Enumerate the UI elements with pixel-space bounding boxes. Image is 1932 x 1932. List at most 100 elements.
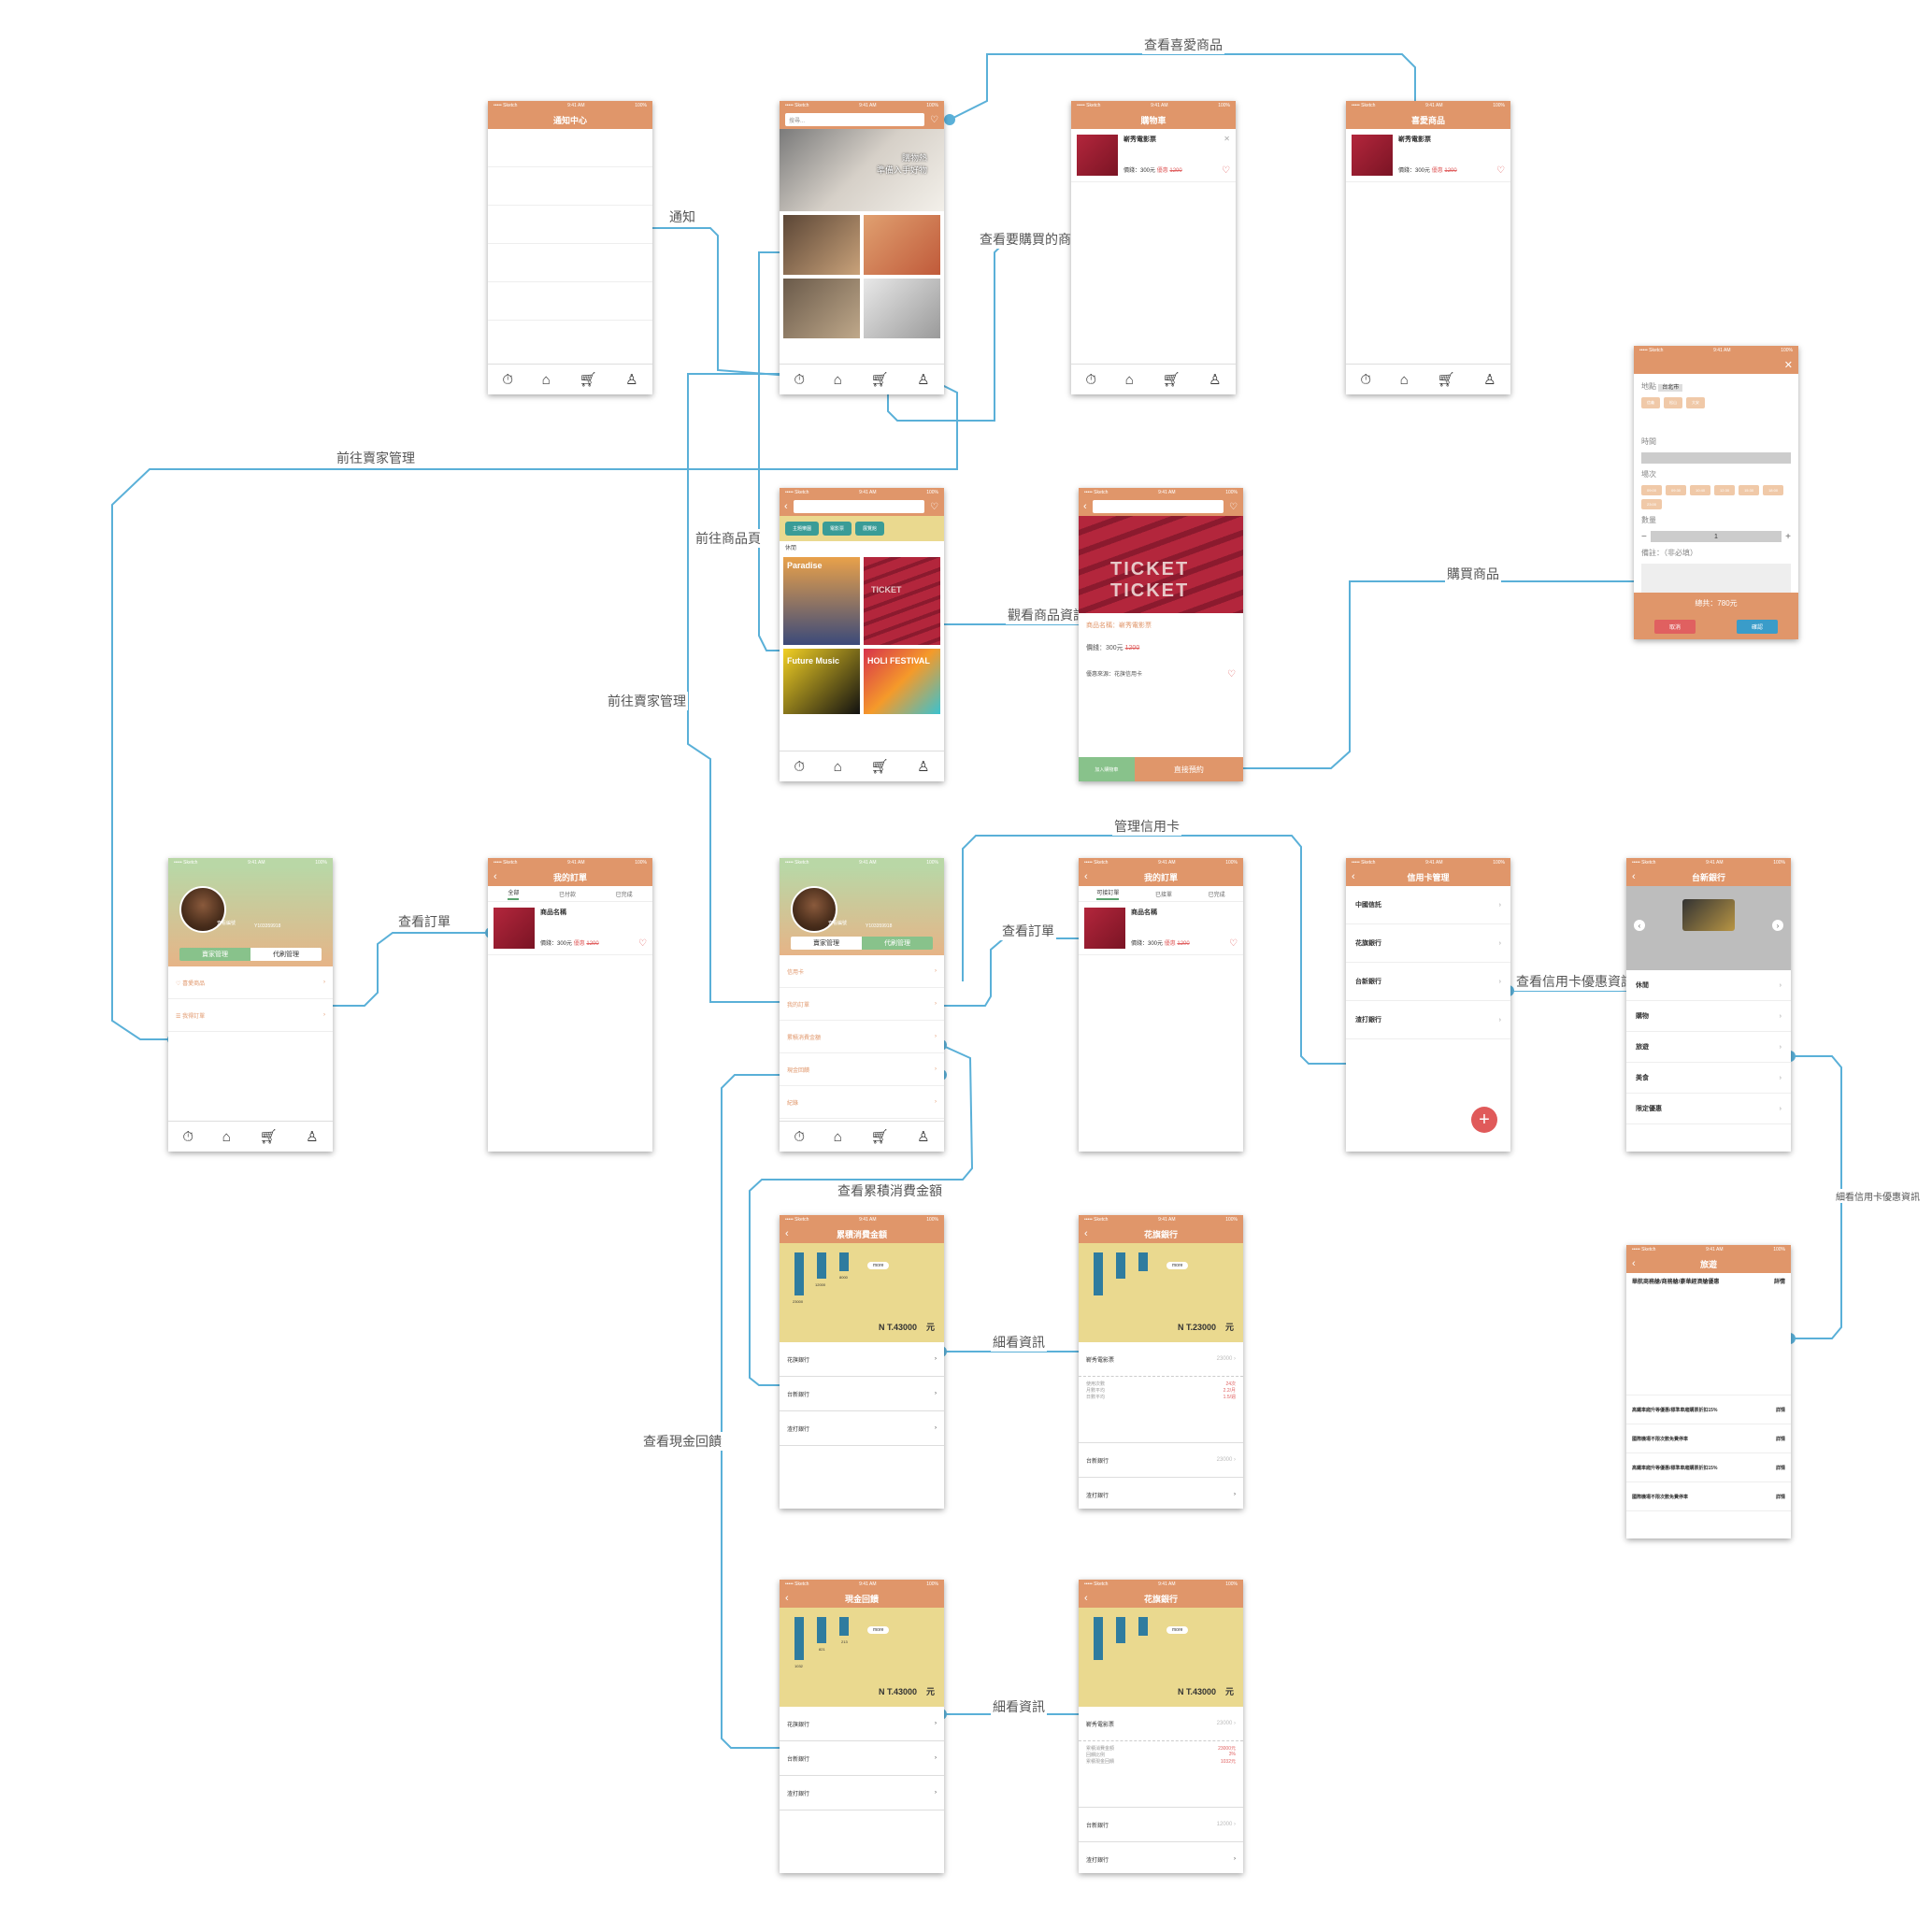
time-slider[interactable] (1641, 452, 1791, 464)
home-icon[interactable]: ⌂ (833, 371, 842, 388)
tab-done[interactable]: 已完成 (1208, 892, 1225, 898)
back-icon[interactable]: ‹ (1352, 871, 1355, 882)
heart-icon[interactable]: ♡ (1227, 669, 1236, 680)
back-icon[interactable]: ‹ (494, 871, 497, 882)
heart-icon[interactable]: ♡ (930, 114, 938, 125)
list-item[interactable] (488, 282, 652, 321)
offer-row[interactable]: 高鐵車廂升等優惠/標準車廂購票折扣15%詳情 (1626, 1395, 1791, 1424)
chip-session[interactable]: 15:30 (1739, 485, 1760, 495)
proxy-tab[interactable]: 代刷管理 (862, 937, 933, 950)
search-input[interactable] (793, 500, 925, 513)
back-icon[interactable]: ‹ (1084, 1228, 1088, 1239)
timer-icon[interactable]: ⏱ (794, 1128, 806, 1145)
seller-tab[interactable]: 賣家管理 (179, 948, 250, 961)
cart-icon[interactable]: 🛒︎ (1162, 372, 1181, 388)
menu-records[interactable]: 紀錄› (780, 1086, 944, 1119)
bank-row[interactable]: 台新銀行› (780, 1741, 944, 1776)
list-item[interactable] (488, 167, 652, 206)
profile-icon[interactable]: ♙ (917, 759, 930, 775)
timer-icon[interactable]: ⏱ (794, 371, 806, 388)
seller-tab[interactable]: 賣家管理 (791, 937, 862, 950)
timer-icon[interactable]: ⏱ (1085, 371, 1097, 388)
more-button[interactable]: more (1166, 1262, 1189, 1269)
offer-row[interactable]: 高鐵車廂升等優惠/標準車廂購票折扣15%詳情 (1626, 1453, 1791, 1482)
back-icon[interactable]: ‹ (784, 501, 788, 512)
bank-row[interactable]: 渣打銀行› (1346, 1001, 1510, 1039)
timer-icon[interactable]: ⏱ (502, 371, 514, 388)
add-card-button[interactable]: + (1471, 1107, 1497, 1133)
back-icon[interactable]: ‹ (1083, 501, 1087, 512)
cart-icon[interactable]: 🛒︎ (870, 372, 889, 388)
category-tile[interactable] (864, 215, 940, 275)
bank-row[interactable]: 渣打銀行› (1079, 1478, 1243, 1509)
chevron-left-icon[interactable]: ‹ (1634, 920, 1645, 931)
category-row[interactable]: 購物› (1626, 1001, 1791, 1032)
offer-row[interactable]: 國際機場不限次數免費停車詳情 (1626, 1482, 1791, 1511)
more-button[interactable]: more (867, 1262, 890, 1269)
bank-row[interactable]: 渣打銀行› (1079, 1842, 1243, 1873)
product-card[interactable]: Paradise (783, 557, 860, 645)
back-icon[interactable]: ‹ (785, 1593, 789, 1604)
menu-my-orders[interactable]: 我的訂單› (780, 988, 944, 1021)
order-item[interactable]: 商品名稱 價錢：300元 優惠 1200 ♡ (1079, 902, 1243, 955)
product-card[interactable]: HOLI FESTIVAL (864, 649, 940, 714)
back-icon[interactable]: ‹ (1632, 871, 1636, 882)
close-icon[interactable]: ✕ (1783, 359, 1793, 371)
timer-icon[interactable]: ⏱ (794, 758, 806, 775)
home-icon[interactable]: ⌂ (833, 758, 842, 775)
bank-row[interactable]: 台新銀行› (780, 1377, 944, 1411)
chip-session[interactable]: 09:30 (1666, 485, 1687, 495)
home-icon[interactable]: ⌂ (1399, 371, 1409, 388)
tab-paid[interactable]: 已付款 (558, 892, 576, 898)
heart-icon[interactable]: ♡ (1222, 165, 1230, 176)
tab-available[interactable]: 可接訂單 (1096, 888, 1120, 900)
category-row[interactable]: 限定優惠› (1626, 1094, 1791, 1124)
reserve-button[interactable]: 直接預約 (1134, 757, 1243, 781)
home-icon[interactable]: ⌂ (541, 371, 551, 388)
bank-row[interactable]: 台新銀行› (1346, 963, 1510, 1001)
back-icon[interactable]: ‹ (1084, 1593, 1088, 1604)
heart-icon[interactable]: ♡ (1496, 165, 1505, 176)
list-item[interactable] (488, 129, 652, 167)
close-icon[interactable]: ✕ (1224, 135, 1230, 143)
chip-exhibition[interactable]: 展覽館 (855, 522, 885, 536)
offer-expanded[interactable]: 華航商務艙/商務艙/豪華經濟艙優惠詳情 (1626, 1273, 1791, 1395)
minus-icon[interactable]: − (1641, 531, 1647, 542)
chip-session[interactable]: 18:00 (1763, 485, 1784, 495)
tab-all[interactable]: 全部 (508, 888, 520, 900)
list-item[interactable] (488, 244, 652, 282)
category-tile[interactable] (783, 215, 860, 275)
bank-row[interactable]: 渣打銀行› (780, 1776, 944, 1810)
bank-row[interactable]: 中國信託› (1346, 886, 1510, 924)
more-button[interactable]: more (867, 1626, 890, 1634)
tab-accepted[interactable]: 已接單 (1154, 892, 1172, 898)
profile-icon[interactable]: ♙ (917, 372, 930, 388)
heart-icon[interactable]: ♡ (930, 501, 938, 512)
menu-credit-card[interactable]: 信用卡› (780, 955, 944, 988)
cart-icon[interactable]: 🛒︎ (579, 372, 597, 388)
confirm-button[interactable]: 確認 (1736, 620, 1778, 634)
profile-icon[interactable]: ♙ (625, 372, 638, 388)
order-item[interactable]: 商品名稱 價錢：300元 優惠 1200 ♡ (488, 902, 652, 955)
cart-icon[interactable]: 🛒︎ (870, 1129, 889, 1145)
avatar[interactable] (179, 886, 226, 933)
menu-cashback[interactable]: 現金回饋› (780, 1053, 944, 1086)
bank-row[interactable]: 渣打銀行› (780, 1411, 944, 1446)
profile-icon[interactable]: ♙ (1483, 372, 1496, 388)
heart-icon[interactable]: ♡ (1229, 938, 1238, 949)
chip-session[interactable]: 23:00 (1641, 499, 1663, 509)
back-icon[interactable]: ‹ (785, 1228, 789, 1239)
plus-icon[interactable]: + (1785, 531, 1791, 542)
cart-icon[interactable]: 🛒︎ (1437, 372, 1455, 388)
offer-row[interactable]: 國際機場不限次數免費停車詳情 (1626, 1424, 1791, 1453)
category-row[interactable]: 休閒› (1626, 970, 1791, 1001)
cart-icon[interactable]: 🛒︎ (259, 1129, 278, 1145)
chip-theme-park[interactable]: 主題樂園 (785, 522, 820, 536)
bank-row[interactable]: 花旗銀行› (1346, 924, 1510, 963)
favorite-item[interactable]: 嶄秀電影票 價錢：300元 優惠 1200 ♡ (1346, 129, 1510, 182)
chevron-right-icon[interactable]: › (1772, 920, 1783, 931)
